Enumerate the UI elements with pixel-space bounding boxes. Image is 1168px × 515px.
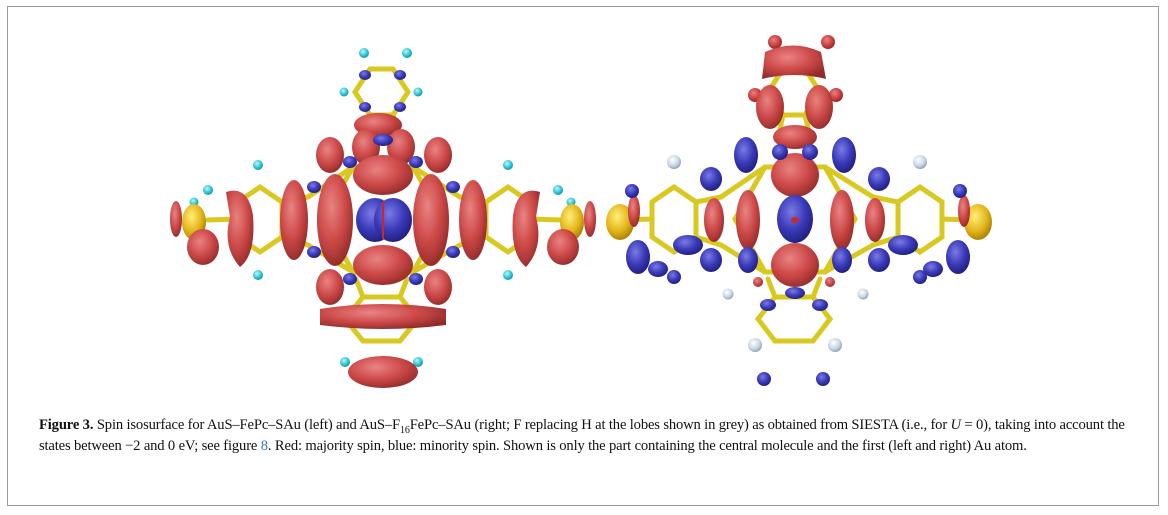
iron-center-right (791, 217, 799, 223)
caption-text-1: Spin isosurface for AuS–FePc–SAu (left) … (93, 417, 400, 433)
figure-caption: Figure 3. Spin isosurface for AuS–FePc–S… (39, 415, 1139, 457)
majority-spin-lobes-left (170, 113, 596, 388)
bond-skeleton-right (621, 66, 973, 344)
figure-reference-link[interactable]: 8 (260, 438, 268, 454)
gold-atom-right-left (606, 204, 634, 240)
fluorine-red-caps-right (748, 35, 843, 102)
fluorine-atoms-right (667, 155, 927, 352)
caption-subscript: 16 (400, 424, 410, 436)
figure-images (8, 7, 1158, 395)
caption-math-variable: U (950, 417, 962, 433)
majority-spin-lobes-right (628, 45, 970, 287)
gold-atom-right-right (964, 204, 992, 240)
figure-label: Figure 3. (39, 417, 94, 433)
caption-text-4: . Red: majority spin, blue: minority spi… (267, 438, 1027, 454)
minority-spin-lobes-right (625, 137, 970, 311)
figure-frame: Figure 3. Spin isosurface for AuS–FePc–S… (7, 6, 1159, 506)
caption-text-2: FePc–SAu (right; F replacing H at the lo… (409, 417, 951, 433)
spin-isosurface-figure (170, 35, 992, 388)
fluorine-blue-caps-right (667, 270, 927, 386)
molecule-f16fepc-right (606, 35, 992, 386)
caption-text-3: = 0), taking into account the states bet… (39, 417, 1125, 454)
molecule-fepc-left (170, 48, 596, 388)
